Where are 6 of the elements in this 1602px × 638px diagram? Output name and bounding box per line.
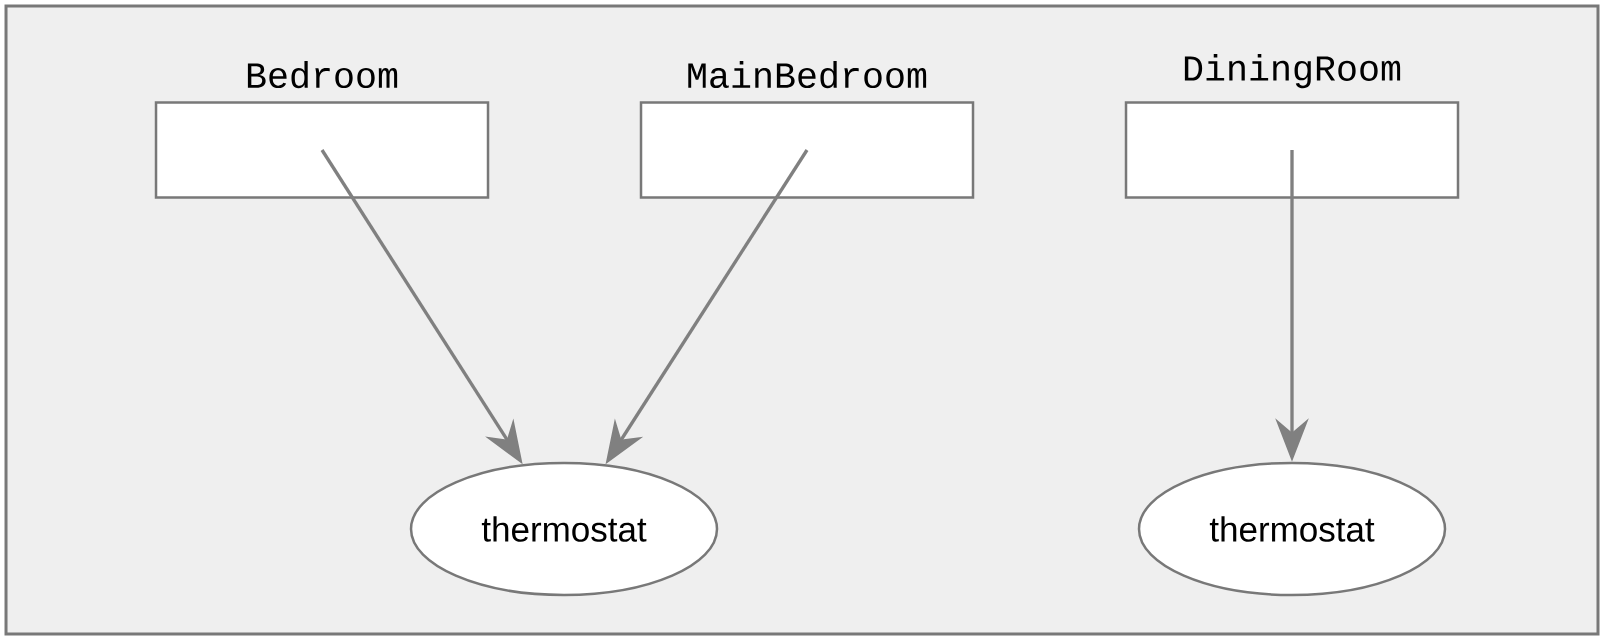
node-label: DiningRoom xyxy=(1184,53,1401,89)
node-label: Bedroom xyxy=(247,61,398,89)
object-box: MainBedroom xyxy=(639,61,975,199)
object-box: DiningRoom xyxy=(1124,54,1460,199)
node-label: MainBedroom xyxy=(688,61,927,89)
object-box: Bedroom xyxy=(154,61,490,199)
